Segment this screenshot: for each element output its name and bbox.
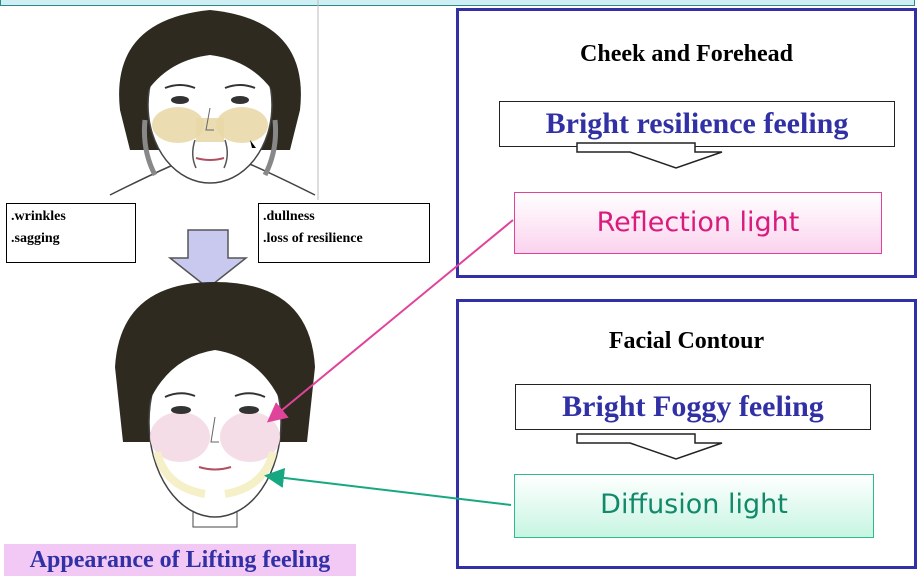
feeling-box: Bright Foggy feeling — [515, 384, 871, 430]
face-before-illustration — [109, 0, 319, 200]
note-wrinkles-sagging: .wrinkles .sagging — [6, 203, 136, 263]
result-label: Appearance of Lifting feeling — [4, 544, 356, 576]
feeling-box: Bright resilience feeling — [499, 101, 895, 147]
note-item: .sagging — [11, 231, 60, 246]
reflection-light-box: Reflection light — [514, 192, 882, 254]
down-arrow-icon — [168, 229, 248, 289]
cheek-forehead-panel: Cheek and Forehead Bright resilience fee… — [456, 8, 917, 278]
panel-down-arrow-icon — [576, 142, 723, 169]
panel-title: Cheek and Forehead — [580, 41, 793, 67]
reflection-pointer-arrow — [266, 219, 514, 423]
top-banner-strip — [0, 0, 915, 6]
panel-title: Facial Contour — [608, 328, 765, 354]
note-item: .dullness — [263, 209, 315, 224]
panel-down-arrow-icon — [576, 433, 723, 460]
note-item: .loss of resilience — [263, 231, 363, 246]
face-after-illustration — [115, 282, 315, 528]
note-item: .wrinkles — [11, 209, 66, 224]
diffusion-pointer-arrow — [264, 467, 512, 506]
diffusion-light-box: Diffusion light — [514, 474, 874, 538]
note-dullness-resilience: .dullness .loss of resilience — [258, 203, 430, 263]
